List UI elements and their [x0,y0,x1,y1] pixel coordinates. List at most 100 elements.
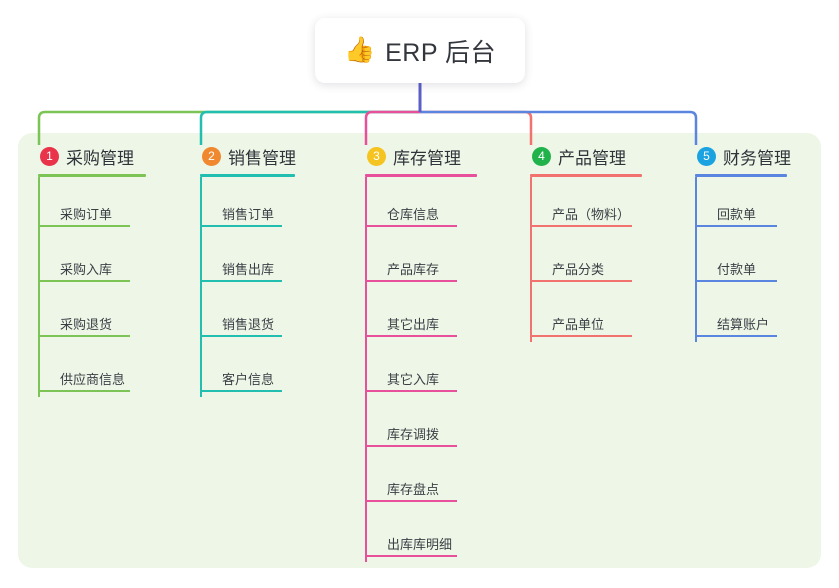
branch-item-label: 销售订单 [222,207,275,222]
branch-item[interactable]: 采购入库 [38,232,146,287]
branch-item[interactable]: 客户信息 [200,342,296,397]
branch-item[interactable]: 回款单 [695,177,791,232]
branch-库存管理[interactable]: 3 库存管理仓库信息产品库存其它出库其它入库库存调拨库存盘点出库库明细 [365,143,477,562]
branch-item[interactable]: 结算账户 [695,287,791,342]
branch-item[interactable]: 出库库明细 [365,507,477,562]
branch-item-label: 库存调拨 [387,427,440,442]
branch-item-label: 产品库存 [387,262,440,277]
branch-item-underline [695,335,777,337]
root-title: ERP 后台 [385,38,497,67]
branch-title: 采购管理 [66,148,134,168]
branch-items: 回款单付款单结算账户 [695,177,791,342]
branch-item[interactable]: 产品库存 [365,232,477,287]
branch-item[interactable]: 供应商信息 [38,342,146,397]
branch-item[interactable]: 库存调拨 [365,397,477,452]
branch-item[interactable]: 其它入库 [365,342,477,397]
branch-item-label: 回款单 [717,207,757,222]
branch-title: 销售管理 [228,148,296,168]
branch-item-underline [365,280,457,282]
branch-underline [365,174,477,177]
branch-header[interactable]: 1 采购管理 [38,143,146,169]
branch-item-underline [365,500,457,502]
branch-underline [38,174,146,177]
branch-item[interactable]: 产品单位 [530,287,642,342]
branch-item-label: 客户信息 [222,372,275,387]
branch-item-underline [365,555,457,557]
branch-item-underline [200,280,282,282]
branch-item-underline [695,280,777,282]
root-node[interactable]: 👍 ERP 后台 [315,18,525,83]
branch-item-underline [365,390,457,392]
branch-item-underline [200,225,282,227]
branch-item-label: 采购退货 [60,317,113,332]
branch-title: 财务管理 [723,148,791,168]
branch-items: 销售订单销售出库销售退货客户信息 [200,177,296,397]
branch-产品管理[interactable]: 4 产品管理产品（物料） 产品分类产品单位 [530,143,642,342]
branch-item-label: 销售退货 [222,317,275,332]
branch-item-label: 其它入库 [387,372,440,387]
branch-item-label: 仓库信息 [387,207,440,222]
branch-index-badge: 1 [40,146,59,166]
branch-items: 采购订单采购入库采购退货供应商信息 [38,177,146,397]
branch-title: 库存管理 [393,148,461,168]
branch-index-badge: 5 [697,146,716,166]
branch-item-label: 产品单位 [552,317,605,332]
branch-header[interactable]: 4 产品管理 [530,143,642,169]
branch-index-badge: 3 [367,146,386,166]
branch-title: 产品管理 [558,148,626,168]
branch-item-underline [365,445,457,447]
branch-item-label: 销售出库 [222,262,275,277]
branch-index-badge: 2 [202,146,221,166]
branch-采购管理[interactable]: 1 采购管理采购订单采购入库采购退货供应商信息 [38,143,146,397]
branch-item-underline [530,225,632,227]
branch-items: 仓库信息产品库存其它出库其它入库库存调拨库存盘点出库库明细 [365,177,477,562]
branch-item[interactable]: 采购退货 [38,287,146,342]
branch-item-underline [365,335,457,337]
branch-spine [530,177,532,342]
branch-spine [695,177,697,342]
branch-item-underline [38,225,130,227]
branch-item[interactable]: 销售订单 [200,177,296,232]
branch-item[interactable]: 采购订单 [38,177,146,232]
branch-item[interactable]: 产品（物料） [530,177,642,232]
branch-item[interactable]: 仓库信息 [365,177,477,232]
branch-underline [530,174,642,177]
branch-item-label: 采购订单 [60,207,113,222]
diagram-panel [18,133,821,568]
branch-item[interactable]: 付款单 [695,232,791,287]
branch-item-underline [200,390,282,392]
branch-index-badge: 4 [532,146,551,166]
branch-item-label: 结算账户 [717,317,770,332]
branch-item[interactable]: 销售出库 [200,232,296,287]
branch-item-underline [530,280,632,282]
branch-item-label: 产品（物料） [552,207,631,222]
branch-spine [38,177,40,397]
branch-header[interactable]: 3 库存管理 [365,143,477,169]
branch-财务管理[interactable]: 5 财务管理回款单付款单结算账户 [695,143,791,342]
branch-item-underline [695,225,777,227]
branch-items: 产品（物料） 产品分类产品单位 [530,177,642,342]
branch-item-underline [38,335,130,337]
branch-item-underline [200,335,282,337]
branch-underline [695,174,787,177]
branch-spine [365,177,367,562]
branch-item-label: 出库库明细 [387,537,453,552]
branch-underline [200,174,295,177]
branch-item-label: 采购入库 [60,262,113,277]
branch-item[interactable]: 其它出库 [365,287,477,342]
branch-item-underline [365,225,457,227]
branch-销售管理[interactable]: 2 销售管理销售订单销售出库销售退货客户信息 [200,143,296,397]
branch-header[interactable]: 5 财务管理 [695,143,791,169]
branch-item-label: 其它出库 [387,317,440,332]
branch-item-label: 产品分类 [552,262,605,277]
branch-item[interactable]: 产品分类 [530,232,642,287]
branch-header[interactable]: 2 销售管理 [200,143,296,169]
branch-item[interactable]: 销售退货 [200,287,296,342]
branch-item-label: 付款单 [717,262,757,277]
branch-item[interactable]: 库存盘点 [365,452,477,507]
branch-item-underline [38,390,130,392]
branch-spine [200,177,202,397]
branch-item-label: 供应商信息 [60,372,126,387]
branch-item-underline [38,280,130,282]
